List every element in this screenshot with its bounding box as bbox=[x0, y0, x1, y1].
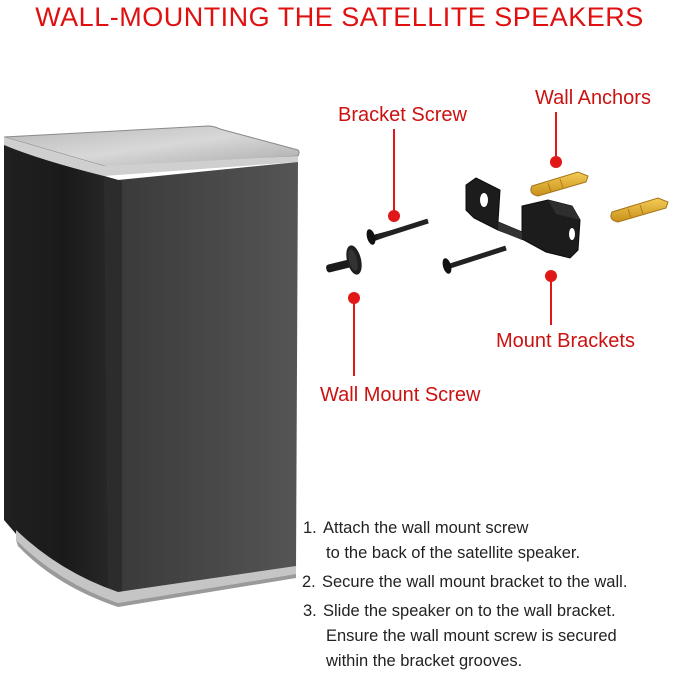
step-2: 2. Secure the wall mount bracket to the … bbox=[302, 570, 679, 595]
step-text: Slide the speaker on to the wall bracket… bbox=[323, 602, 616, 620]
callout-line-wall-anchors bbox=[555, 112, 557, 164]
step-3: 3. Slide the speaker on to the wall brac… bbox=[303, 599, 679, 674]
callout-line-mount-brackets bbox=[550, 280, 552, 325]
callout-dot-wall-mount-screw bbox=[348, 292, 360, 304]
wall-anchor-2 bbox=[610, 197, 669, 223]
step-1: 1. Attach the wall mount screw to the ba… bbox=[303, 516, 679, 566]
label-bracket-screw: Bracket Screw bbox=[338, 104, 467, 126]
step-text: Ensure the wall mount screw is secured bbox=[326, 627, 617, 645]
step-number: 2. bbox=[302, 573, 316, 591]
instruction-steps: 1. Attach the wall mount screw to the ba… bbox=[302, 516, 679, 678]
step-number: 3. bbox=[303, 602, 317, 620]
callout-dot-mount-brackets bbox=[545, 270, 557, 282]
mount-bracket bbox=[465, 177, 581, 259]
label-wall-mount-screw: Wall Mount Screw bbox=[320, 384, 481, 406]
satellite-speaker bbox=[3, 125, 300, 607]
bracket-screw-lower bbox=[442, 245, 507, 274]
callout-dot-bracket-screw bbox=[388, 210, 400, 222]
wall-mount-screw bbox=[326, 245, 362, 275]
label-mount-brackets: Mount Brackets bbox=[496, 330, 635, 352]
bracket-screw-upper bbox=[366, 218, 430, 245]
step-number: 1. bbox=[303, 519, 317, 537]
callout-dot-wall-anchors bbox=[550, 156, 562, 168]
step-text: within the bracket grooves. bbox=[326, 652, 523, 670]
page-title: WALL-MOUNTING THE SATELLITE SPEAKERS bbox=[35, 2, 644, 32]
step-text: to the back of the satellite speaker. bbox=[326, 544, 581, 562]
callout-line-wall-mount-screw bbox=[353, 302, 355, 376]
step-text: Attach the wall mount screw bbox=[323, 519, 529, 537]
wall-anchor-1 bbox=[530, 171, 589, 197]
step-text: Secure the wall mount bracket to the wal… bbox=[322, 573, 628, 591]
label-wall-anchors: Wall Anchors bbox=[535, 87, 651, 109]
callout-line-bracket-screw bbox=[393, 129, 395, 215]
